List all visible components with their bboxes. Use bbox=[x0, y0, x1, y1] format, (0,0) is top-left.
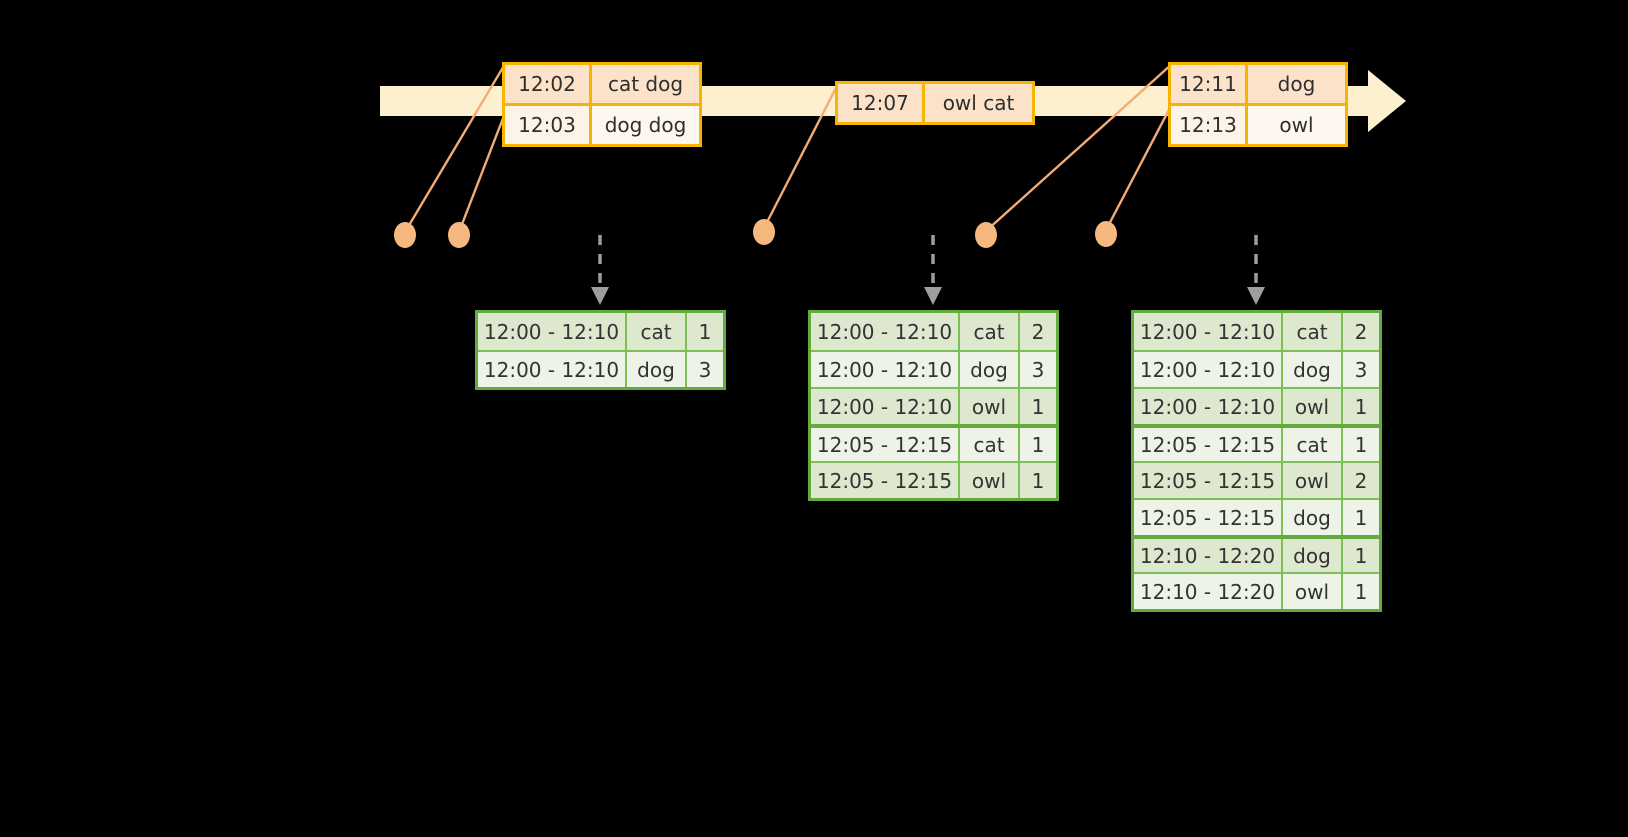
event-time: 12:11 bbox=[1171, 65, 1245, 103]
event-time: 12:03 bbox=[505, 106, 589, 144]
cell-key: cat bbox=[625, 313, 685, 350]
cell-window: 12:00 - 12:10 bbox=[478, 352, 625, 387]
cell-key: dog bbox=[1281, 352, 1341, 387]
cell-count: 1 bbox=[1018, 463, 1056, 498]
cell-window: 12:05 - 12:15 bbox=[811, 428, 958, 461]
cell-key: cat bbox=[958, 428, 1018, 461]
cell-count: 1 bbox=[1018, 428, 1056, 461]
cell-window: 12:00 - 12:10 bbox=[811, 389, 958, 424]
cell-key: owl bbox=[958, 463, 1018, 498]
cell-count: 1 bbox=[685, 313, 723, 350]
cell-key: cat bbox=[1281, 313, 1341, 350]
cell-window: 12:00 - 12:10 bbox=[1134, 352, 1281, 387]
event-row: 12:02 cat dog bbox=[505, 65, 699, 103]
event-time: 12:13 bbox=[1171, 106, 1245, 144]
cell-window: 12:05 - 12:15 bbox=[811, 463, 958, 498]
event-row: 12:03 dog dog bbox=[505, 103, 699, 144]
cell-count: 3 bbox=[1018, 352, 1056, 387]
cell-key: dog bbox=[1281, 539, 1341, 572]
cell-count: 2 bbox=[1341, 463, 1379, 498]
event-box-2[interactable]: 12:07 owl cat bbox=[835, 81, 1035, 125]
event-row: 12:07 owl cat bbox=[838, 84, 1032, 122]
event-dot-2[interactable] bbox=[448, 222, 470, 248]
event-words: dog bbox=[1245, 65, 1345, 103]
cell-count: 3 bbox=[685, 352, 723, 387]
event-row: 12:11 dog bbox=[1171, 65, 1345, 103]
connector-2 bbox=[457, 107, 509, 233]
down-arrows bbox=[591, 235, 1265, 305]
event-dot-3[interactable] bbox=[753, 219, 775, 245]
cell-count: 1 bbox=[1341, 574, 1379, 609]
cell-key: dog bbox=[1281, 500, 1341, 535]
cell-window: 12:00 - 12:10 bbox=[1134, 313, 1281, 350]
cell-count: 1 bbox=[1341, 539, 1379, 572]
down-arrow-3-head bbox=[1247, 287, 1265, 305]
down-arrow-2-head bbox=[924, 287, 942, 305]
cell-window: 12:00 - 12:10 bbox=[811, 313, 958, 350]
event-words: dog dog bbox=[589, 106, 699, 144]
event-dot-1[interactable] bbox=[394, 222, 416, 248]
event-dots bbox=[394, 219, 1117, 248]
cell-count: 1 bbox=[1018, 389, 1056, 424]
event-time: 12:02 bbox=[505, 65, 589, 103]
cell-count: 1 bbox=[1341, 428, 1379, 461]
cell-window: 12:10 - 12:20 bbox=[1134, 539, 1281, 572]
cell-count: 2 bbox=[1018, 313, 1056, 350]
event-dot-4[interactable] bbox=[975, 222, 997, 248]
cell-window: 12:05 - 12:15 bbox=[1134, 463, 1281, 498]
cell-key: cat bbox=[1281, 428, 1341, 461]
cell-window: 12:05 - 12:15 bbox=[1134, 428, 1281, 461]
cell-count: 1 bbox=[1341, 500, 1379, 535]
event-words: owl cat bbox=[922, 84, 1032, 122]
connector-5 bbox=[1104, 103, 1174, 231]
cell-window: 12:05 - 12:15 bbox=[1134, 500, 1281, 535]
cell-key: cat bbox=[958, 313, 1018, 350]
down-arrow-1-head bbox=[591, 287, 609, 305]
cell-key: owl bbox=[1281, 574, 1341, 609]
event-words: owl bbox=[1245, 106, 1345, 144]
event-words: cat dog bbox=[589, 65, 699, 103]
cell-key: owl bbox=[1281, 389, 1341, 424]
cell-window: 12:10 - 12:20 bbox=[1134, 574, 1281, 609]
cell-count: 1 bbox=[1341, 389, 1379, 424]
event-box-3[interactable]: 12:11 dog 12:13 owl bbox=[1168, 62, 1348, 147]
event-box-1[interactable]: 12:02 cat dog 12:03 dog dog bbox=[502, 62, 702, 147]
event-time: 12:07 bbox=[838, 84, 922, 122]
cell-window: 12:00 - 12:10 bbox=[1134, 389, 1281, 424]
cell-count: 2 bbox=[1341, 313, 1379, 350]
cell-count: 3 bbox=[1341, 352, 1379, 387]
event-row: 12:13 owl bbox=[1171, 103, 1345, 144]
event-dot-5[interactable] bbox=[1095, 221, 1117, 247]
cell-key: owl bbox=[1281, 463, 1341, 498]
cell-key: owl bbox=[958, 389, 1018, 424]
cell-key: dog bbox=[958, 352, 1018, 387]
cell-window: 12:00 - 12:10 bbox=[811, 352, 958, 387]
cell-window: 12:00 - 12:10 bbox=[478, 313, 625, 350]
cell-key: dog bbox=[625, 352, 685, 387]
